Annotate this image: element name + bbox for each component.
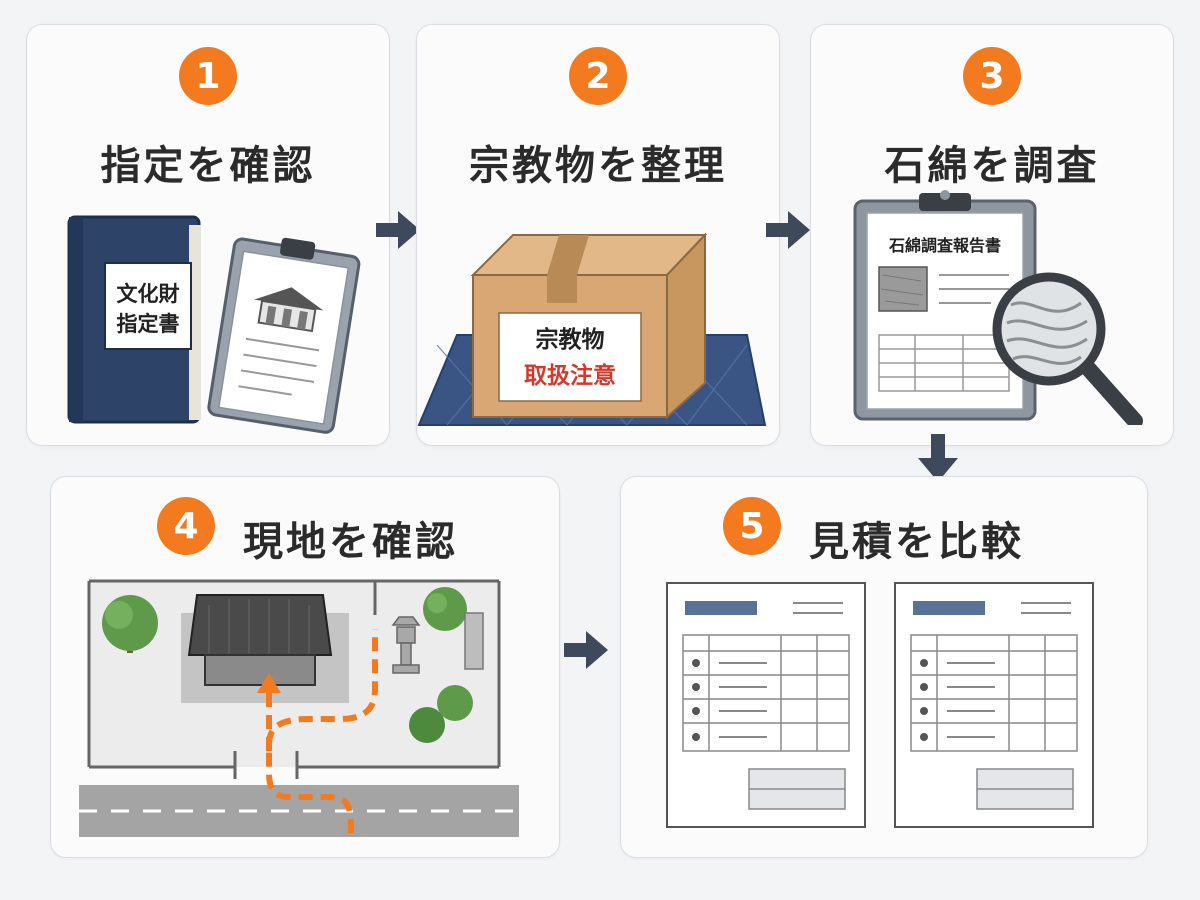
site-map-illustration bbox=[79, 579, 519, 837]
step-title: 石綿を調査 bbox=[884, 143, 1100, 189]
magnifier-icon bbox=[992, 272, 1143, 425]
temple-building bbox=[187, 594, 333, 656]
tree-icon bbox=[102, 595, 158, 653]
shrub-icon bbox=[409, 685, 473, 743]
designation-book-illustration: 文化財 指定書 bbox=[67, 215, 361, 434]
step-title: 指定を確認 bbox=[100, 143, 316, 189]
box-label-line2: 取扱注意 bbox=[524, 362, 616, 389]
box-label-line1: 宗教物 bbox=[536, 326, 605, 353]
estimate-document-a bbox=[666, 582, 866, 828]
arrow-down-icon bbox=[918, 434, 958, 482]
step-title: 宗教物を整理 bbox=[469, 143, 727, 189]
religious-items-box-illustration: 宗教物 取扱注意 bbox=[417, 232, 767, 426]
asbestos-report-illustration: 石綿調査報告書 bbox=[853, 190, 1143, 425]
stone-monument-icon bbox=[464, 612, 484, 670]
step-card-1: 1 指定を確認 文化財 指定書 bbox=[26, 24, 390, 446]
step-card-5: 5 見積を比較 bbox=[620, 476, 1148, 858]
book-label-line2: 指定書 bbox=[117, 312, 180, 336]
tree-icon bbox=[423, 587, 467, 631]
step-card-4: 4 現地を確認 bbox=[50, 476, 560, 858]
book-label-line1: 文化財 bbox=[117, 282, 180, 306]
step-number-badge: 5 bbox=[723, 497, 781, 555]
arrow-right-icon bbox=[376, 211, 420, 249]
estimate-comparison-illustration bbox=[666, 582, 1094, 828]
estimate-document-b bbox=[894, 582, 1094, 828]
step-number-badge: 2 bbox=[569, 47, 627, 105]
step-number-badge: 3 bbox=[963, 47, 1021, 105]
step-card-3: 3 石綿を調査 石綿調査報告書 bbox=[810, 24, 1174, 446]
step-title: 現地を確認 bbox=[243, 519, 458, 565]
step-number-badge: 4 bbox=[157, 497, 215, 555]
step-card-2: 2 宗教物を整理 宗教物 取扱注意 bbox=[416, 24, 780, 446]
route-arrow-icon bbox=[257, 673, 281, 693]
arrow-right-icon bbox=[766, 211, 810, 249]
temple-icon bbox=[254, 287, 324, 311]
step-title: 見積を比較 bbox=[809, 519, 1024, 565]
report-title: 石綿調査報告書 bbox=[888, 236, 1001, 255]
asbestos-sample-photo bbox=[878, 266, 928, 312]
arrow-right-icon bbox=[564, 631, 608, 669]
step-number-badge: 1 bbox=[179, 47, 237, 105]
stone-lantern-icon bbox=[391, 616, 421, 674]
